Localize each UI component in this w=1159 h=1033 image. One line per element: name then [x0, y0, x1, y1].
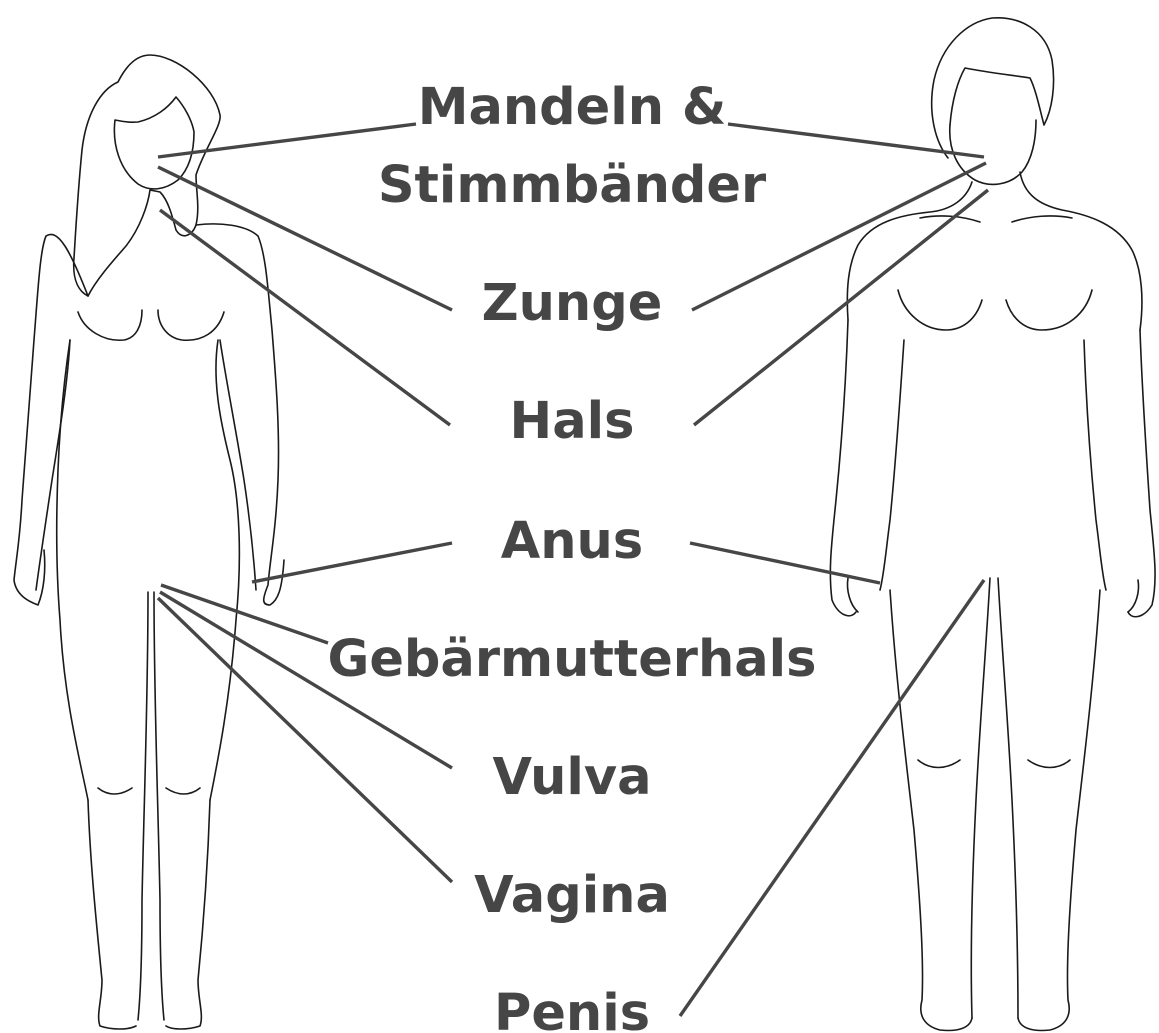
leader-anus-female [252, 543, 452, 582]
female-body-outline [14, 55, 284, 1029]
label-penis: Penis [494, 984, 650, 1033]
label-mandeln-line1: Mandeln & [418, 78, 727, 137]
leader-mandeln-male [728, 124, 984, 157]
label-vulva: Vulva [492, 748, 651, 807]
label-hals: Hals [510, 392, 635, 451]
leader-mandeln-female [158, 124, 416, 157]
leader-anus-male [690, 543, 880, 583]
label-mandeln-line2: Stimmbänder [378, 156, 766, 215]
leader-gebaermutterhals [161, 585, 328, 643]
leader-hals-female [160, 210, 450, 425]
leader-hals-male [694, 190, 988, 425]
label-zunge: Zunge [482, 274, 663, 333]
label-gebaermutterhals: Gebärmutterhals [327, 630, 816, 689]
male-body-outline [830, 18, 1155, 1031]
label-anus: Anus [501, 512, 643, 571]
label-vagina: Vagina [474, 866, 670, 925]
